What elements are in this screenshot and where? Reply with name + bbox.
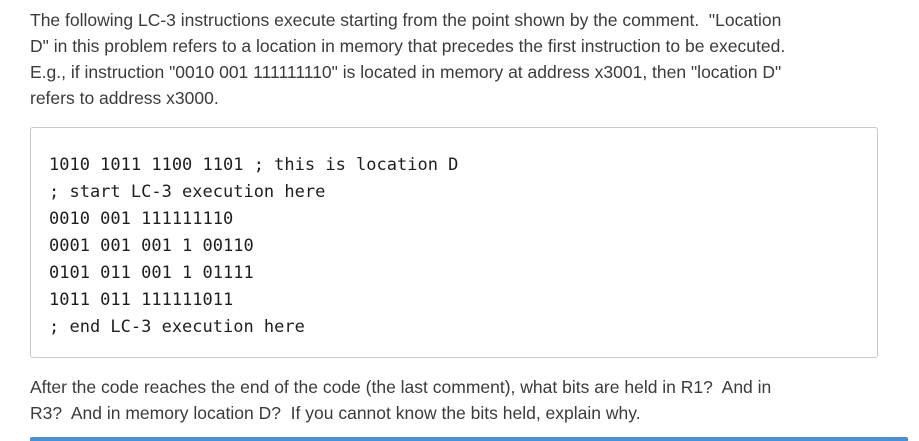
lc3-code-block: 1010 1011 1100 1101 ; this is location D… [30,127,878,358]
question-line: After the code reaches the end of the co… [30,377,772,397]
code-line: 1010 1011 1100 1101 ; this is location D [49,155,459,175]
intro-line: refers to address x3000. [30,88,219,108]
code-line: 0101 011 001 1 01111 [49,263,254,283]
bottom-blue-bar [30,437,908,441]
intro-line: The following LC-3 instructions execute … [30,10,782,30]
intro-paragraph: The following LC-3 instructions execute … [30,7,899,111]
question-line: R3? And in memory location D? If you can… [30,403,641,423]
intro-line: D" in this problem refers to a location … [30,36,786,56]
question-paragraph: After the code reaches the end of the co… [30,374,899,426]
intro-line: E.g., if instruction "0010 001 111111110… [30,62,782,82]
code-line: 0001 001 001 1 00110 [49,236,254,256]
code-line: 1011 011 111111011 [49,290,234,310]
code-line: ; start LC-3 execution here [49,182,326,202]
code-line: 0010 001 111111110 [49,209,234,229]
code-line: ; end LC-3 execution here [49,317,305,337]
